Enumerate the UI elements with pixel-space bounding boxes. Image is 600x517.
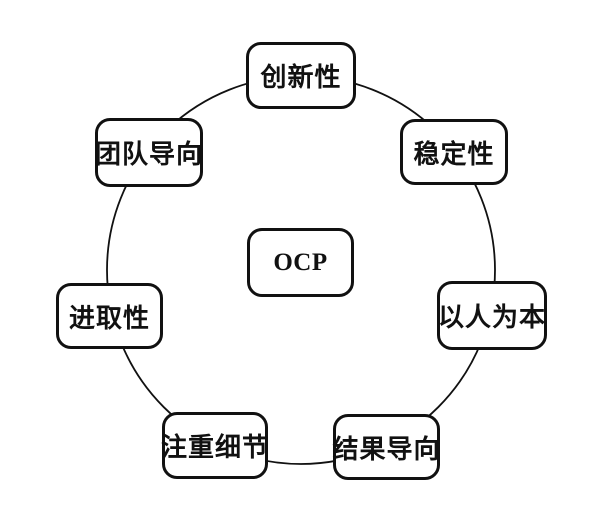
node-innovation: 创新性 — [246, 42, 356, 109]
node-enterprising-label: 进取性 — [68, 303, 150, 333]
node-center-ocp: OCP — [247, 228, 354, 297]
node-team-oriented-label: 团队导向 — [95, 140, 204, 169]
node-stability-label: 稳定性 — [413, 139, 495, 169]
node-detail-oriented: 注重细节 — [161, 412, 270, 479]
node-team-oriented: 团队导向 — [95, 118, 203, 187]
node-enterprising: 进取性 — [56, 283, 163, 349]
node-result-oriented-label: 结果导向 — [332, 434, 441, 464]
node-people-oriented-label: 以人为本 — [438, 303, 547, 332]
node-people-oriented: 以人为本 — [437, 281, 547, 350]
node-stability: 稳定性 — [400, 119, 508, 185]
node-detail-oriented-label: 注重细节 — [161, 433, 270, 462]
node-result-oriented: 结果导向 — [333, 414, 440, 480]
node-innovation-label: 创新性 — [260, 63, 342, 92]
node-center-ocp-label: OCP — [273, 248, 328, 276]
